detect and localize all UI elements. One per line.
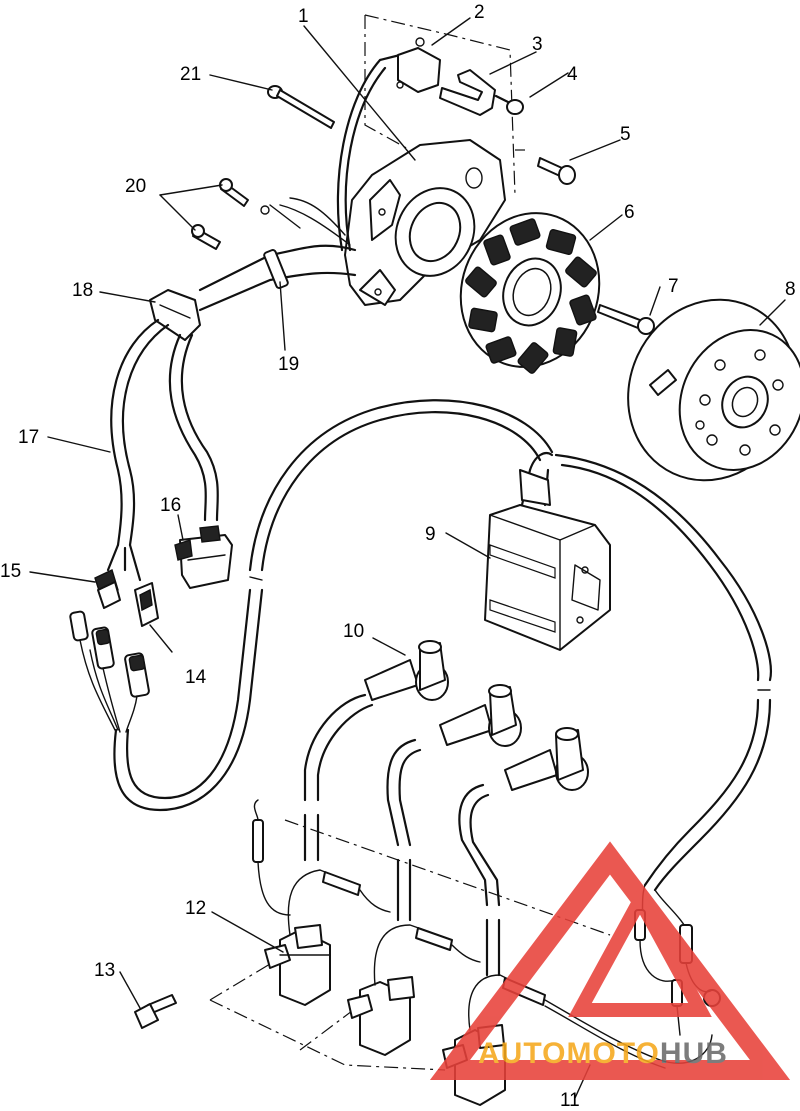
callout-11: 11 <box>560 1090 580 1111</box>
connector-18 <box>149 289 201 341</box>
spark-plug-caps <box>364 640 589 791</box>
screws-20 <box>191 178 270 250</box>
callout-8: 8 <box>785 279 796 300</box>
callout-3: 3 <box>532 34 543 55</box>
callout-20: 20 <box>125 176 146 197</box>
callout-15: 15 <box>0 561 21 582</box>
callout-13: 13 <box>94 960 115 981</box>
callout-21: 21 <box>180 64 201 85</box>
plug-cap-1 <box>364 640 449 701</box>
watermark-inner-triangle-icon <box>568 885 712 1017</box>
connector-14 <box>134 582 159 627</box>
callout-18: 18 <box>72 280 93 301</box>
cdi-box <box>484 452 611 651</box>
ignition-coil-1 <box>264 924 331 1006</box>
ht-leads <box>303 693 501 977</box>
callout-17: 17 <box>18 427 39 448</box>
callout-12: 12 <box>185 898 206 919</box>
callout-7: 7 <box>668 276 679 297</box>
callout-19: 19 <box>278 354 299 375</box>
screw-7 <box>597 304 655 335</box>
watermark-text: AUTOMOTOHUB <box>478 1037 728 1070</box>
bolt-13 <box>134 994 177 1029</box>
stator-harness <box>198 197 357 312</box>
stator-plate <box>344 139 506 306</box>
harness-17 <box>110 318 219 547</box>
callout-14: 14 <box>185 667 207 688</box>
callout-10: 10 <box>343 621 364 642</box>
callout-16: 16 <box>160 495 181 516</box>
alignment-lines <box>209 14 611 1071</box>
watermark-text-right: HUB <box>660 1037 728 1070</box>
main-loop-harness <box>113 399 772 892</box>
plug-cap-3 <box>504 727 589 791</box>
callout-2: 2 <box>474 2 485 23</box>
pigtail-connectors <box>69 610 150 733</box>
callout-5: 5 <box>620 124 631 145</box>
bolt-21 <box>267 85 335 129</box>
screw-5 <box>537 157 576 185</box>
callout-4: 4 <box>567 64 578 85</box>
screw-4 <box>494 94 524 115</box>
stator-coil <box>459 212 601 374</box>
plug-cap-2 <box>439 684 522 747</box>
watermark-text-left: AUTOMOTO <box>478 1037 660 1070</box>
callout-1: 1 <box>298 6 309 27</box>
ignition-coil-2 <box>347 976 415 1056</box>
watermark-triangle-icon <box>429 841 791 1080</box>
connector-15 <box>94 543 142 609</box>
connector-16 <box>174 525 233 589</box>
callout-6: 6 <box>624 202 635 223</box>
flywheel <box>627 298 800 482</box>
pickup-lead <box>336 53 402 252</box>
callout-9: 9 <box>425 524 436 545</box>
leader-lines <box>29 17 786 1099</box>
bracket <box>439 69 496 116</box>
pickup-coil <box>396 37 441 93</box>
watermark-logo: AUTOMOTOHUB <box>429 841 791 1080</box>
